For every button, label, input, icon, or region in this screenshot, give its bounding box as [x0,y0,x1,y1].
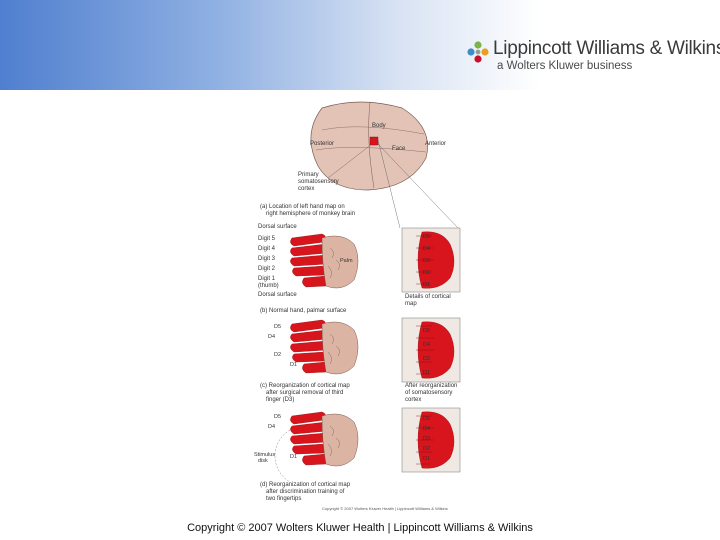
stimulus-label-2: disk [258,458,268,464]
digit-1-label: Digit 1 [258,276,276,282]
cortical-map-a [401,227,461,293]
hand-b [290,319,359,375]
brain-label-face: Face [392,146,406,152]
map-caption-c-3: cortex [405,397,421,403]
cortical-map-c [401,317,461,383]
thumb-label: (thumb) [258,283,279,289]
brain-label-anterior: Anterior [425,141,446,147]
map-c-label-d5: D5 [423,328,430,334]
cortical-map-d [401,407,461,473]
dorsal-surface-bottom: Dorsal surface [258,292,297,298]
map-label-d1: D1 [423,282,430,288]
map-d-label-d4: D4 [423,426,430,432]
map-caption-c-1: After reorganization [405,383,457,389]
map-d-label-d1: D1 [423,456,430,462]
logo-mark-icon [467,41,489,63]
map-label-d3: D3 [423,258,430,264]
brain-label-posterior: Posterior [310,141,334,147]
hand-area-marker [369,136,379,146]
map-c-label-d1: D1 [423,370,430,376]
palm-label: Palm [340,258,353,264]
map-label-d2: D2 [423,270,430,276]
map-caption-a-1: Details of cortical [405,294,451,300]
panel-b-caption: (b) Normal hand, palmar surface [260,308,347,314]
panel-d-d4: D4 [268,424,275,430]
hand-d [290,411,359,467]
map-caption-c-2: of somatosensory [405,390,452,396]
map-caption-a-2: map [405,301,417,307]
figure-copyright: Copyright © 2007 Wolters Kluwer Health |… [322,506,448,511]
panel-d-caption-3: two fingertips [266,496,301,502]
panel-b-d2: D2 [274,352,281,358]
map-label-d4: D4 [423,246,430,252]
panel-b-d1: D1 [290,362,297,368]
cortex-label-2: somatosensory [298,179,339,185]
logo-subtitle: a Wolters Kluwer business [497,60,633,72]
digit-4-label: Digit 4 [258,246,276,252]
map-c-label-d4: D4 [423,342,430,348]
panel-b-d5: D5 [274,324,281,330]
publisher-logo: Lippincott Williams & Wilkins a Wolters … [466,38,720,78]
stimulus-label-1: Stimulus [254,452,275,458]
panel-c-caption-1: (c) Reorganization of cortical map [260,383,350,389]
panel-d-caption-1: (d) Reorganization of cortical map [260,482,351,488]
panel-c-caption-2: after surgical removal of third [266,390,343,396]
map-label-d5: D5 [423,234,430,240]
map-c-label-d2: D2 [423,356,430,362]
digit-3-label: Digit 3 [258,256,276,262]
panel-c-caption-3: finger (D3) [266,397,294,403]
header-band [0,0,720,90]
cortex-label-1: Primary [298,172,319,178]
digit-2-label: Digit 2 [258,266,276,272]
footer-copyright: Copyright © 2007 Wolters Kluwer Health |… [187,522,533,534]
panel-d-d1: D1 [290,454,297,460]
map-d-label-d3: D3 [423,436,430,442]
panel-a-caption-1: (a) Location of left hand map on [260,204,345,210]
somatosensory-figure: Body Face Posterior Anterior Primary som… [254,101,461,511]
panel-a-caption-2: right hemisphere of monkey brain [266,211,355,217]
brain-label-body: Body [372,123,386,129]
stimulus-disk [274,429,291,483]
panel-d-d5: D5 [274,414,281,420]
panel-d-caption-2: after discrimination training of [266,489,345,495]
logo-name: Lippincott Williams & Wilkins [493,38,720,59]
cortex-label-3: cortex [298,186,314,192]
digit-5-label: Digit 5 [258,236,276,242]
map-d-label-d5: D5 [423,416,430,422]
dorsal-surface-top: Dorsal surface [258,224,297,230]
map-d-label-d2: D2 [423,446,430,452]
panel-b-d4: D4 [268,334,275,340]
